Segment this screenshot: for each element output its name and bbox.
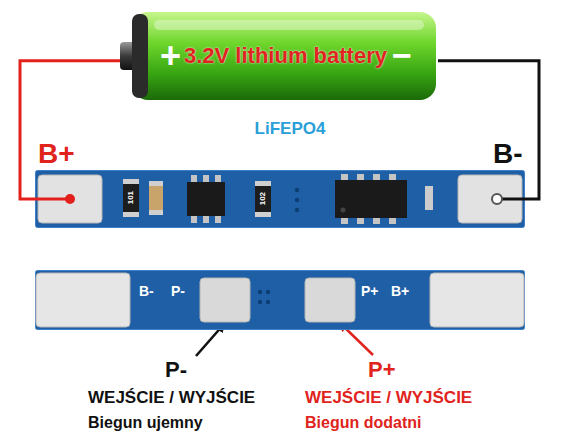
pad-label: P- [165,357,187,382]
function-note: WEJŚCIE / WYJŚCIE [88,388,255,408]
ic-pin [389,174,396,181]
via [295,208,299,212]
wire-end [35,198,70,201]
pcb-board [36,171,525,228]
resistor-code: 102 [258,192,267,205]
ic-pin [203,216,209,223]
capacitor-symbol [149,181,163,215]
terminal-label: B+ [38,138,75,170]
terminal-sign: − [392,36,412,75]
ic-chip [335,180,407,218]
ic-marker [341,208,346,213]
via [295,188,299,192]
battery-shine [154,20,424,30]
capacitor-cap [149,210,163,215]
ic-pin [191,175,197,182]
via [258,300,262,304]
pcb-board [36,271,525,330]
polarity-note: Biegun dodatni [305,414,421,432]
via [266,300,270,304]
polarity-note: Biegun ujemny [88,414,203,432]
battery-cell: +3.2V lithium battery− [120,8,438,104]
ic-chip [187,182,225,216]
ic-pin [203,175,209,182]
terminal-sign: + [160,35,181,76]
resistor-symbol [123,179,139,217]
battery-body [132,12,436,100]
solder-pad [305,278,355,322]
pcb-top: 101 102 [35,170,525,228]
pad-name: P- [171,283,185,299]
pcb-bottom-art [35,270,525,330]
battery-label: 3.2V lithium battery [184,43,387,68]
battery-cap [132,14,148,98]
terminal-label: B- [493,138,523,170]
solder-pad [200,278,250,322]
solder-pad [430,273,524,327]
smd-part [425,186,433,210]
ic-pin [191,216,197,223]
solder-dot [492,194,502,204]
ic-pin [341,174,348,181]
solder-pad [36,273,130,327]
solder-dot [65,194,75,204]
resistor-code: 101 [126,191,135,204]
via [258,290,262,294]
function-note: WEJŚCIE / WYJŚCIE [305,388,472,408]
ic-pin [389,217,396,224]
ic-pin [215,175,221,182]
resistor-cap [255,181,271,186]
pad-name: B+ [391,283,409,299]
pad-label: P+ [368,357,396,382]
capacitor-cap [149,181,163,186]
ic-pin [341,217,348,224]
resistor-cap [123,179,139,184]
resistor-symbol [255,181,271,217]
ic-pin [357,217,364,224]
resistor-cap [123,212,139,217]
pad-name: B- [139,283,154,299]
pad-name: P+ [361,283,379,299]
pcb-bottom: B- P- P+ B+ [35,270,525,330]
pcb-top-art [35,170,525,228]
via [295,198,299,202]
ic-pin [373,174,380,181]
chemistry-label: LiFEPO4 [255,119,326,139]
via [266,290,270,294]
ic-pin [357,174,364,181]
ic-pin [373,217,380,224]
resistor-cap [255,212,271,217]
ic-pin [215,216,221,223]
